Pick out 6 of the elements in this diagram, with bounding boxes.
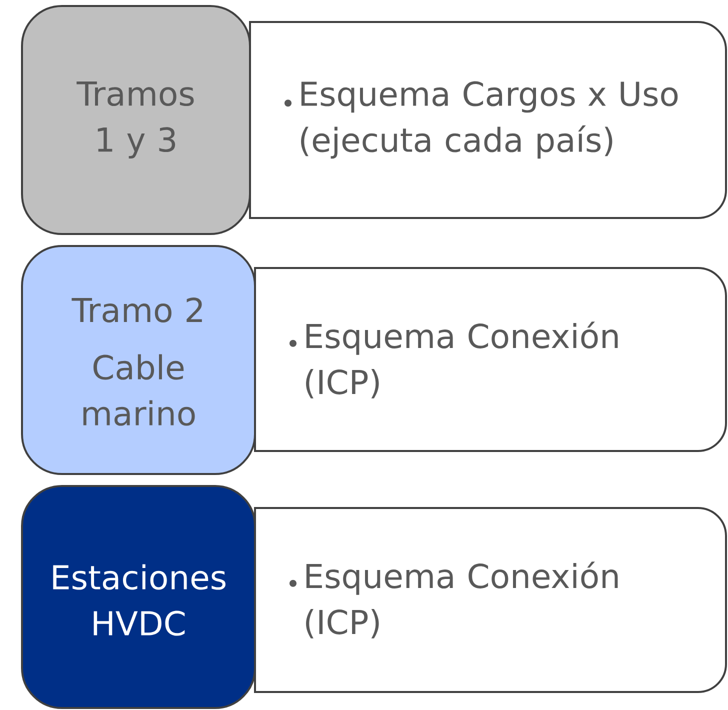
description-box: Esquema Cargos x Uso (ejecuta cada país) [249, 21, 727, 219]
description-box: Esquema Conexión (ICP) [254, 267, 727, 452]
category-box: Tramo 2 Cable marino [21, 245, 256, 475]
category-box: Estaciones HVDC [21, 485, 256, 709]
description-box: Esquema Conexión (ICP) [254, 507, 727, 693]
category-box: Tramos 1 y 3 [21, 5, 251, 235]
